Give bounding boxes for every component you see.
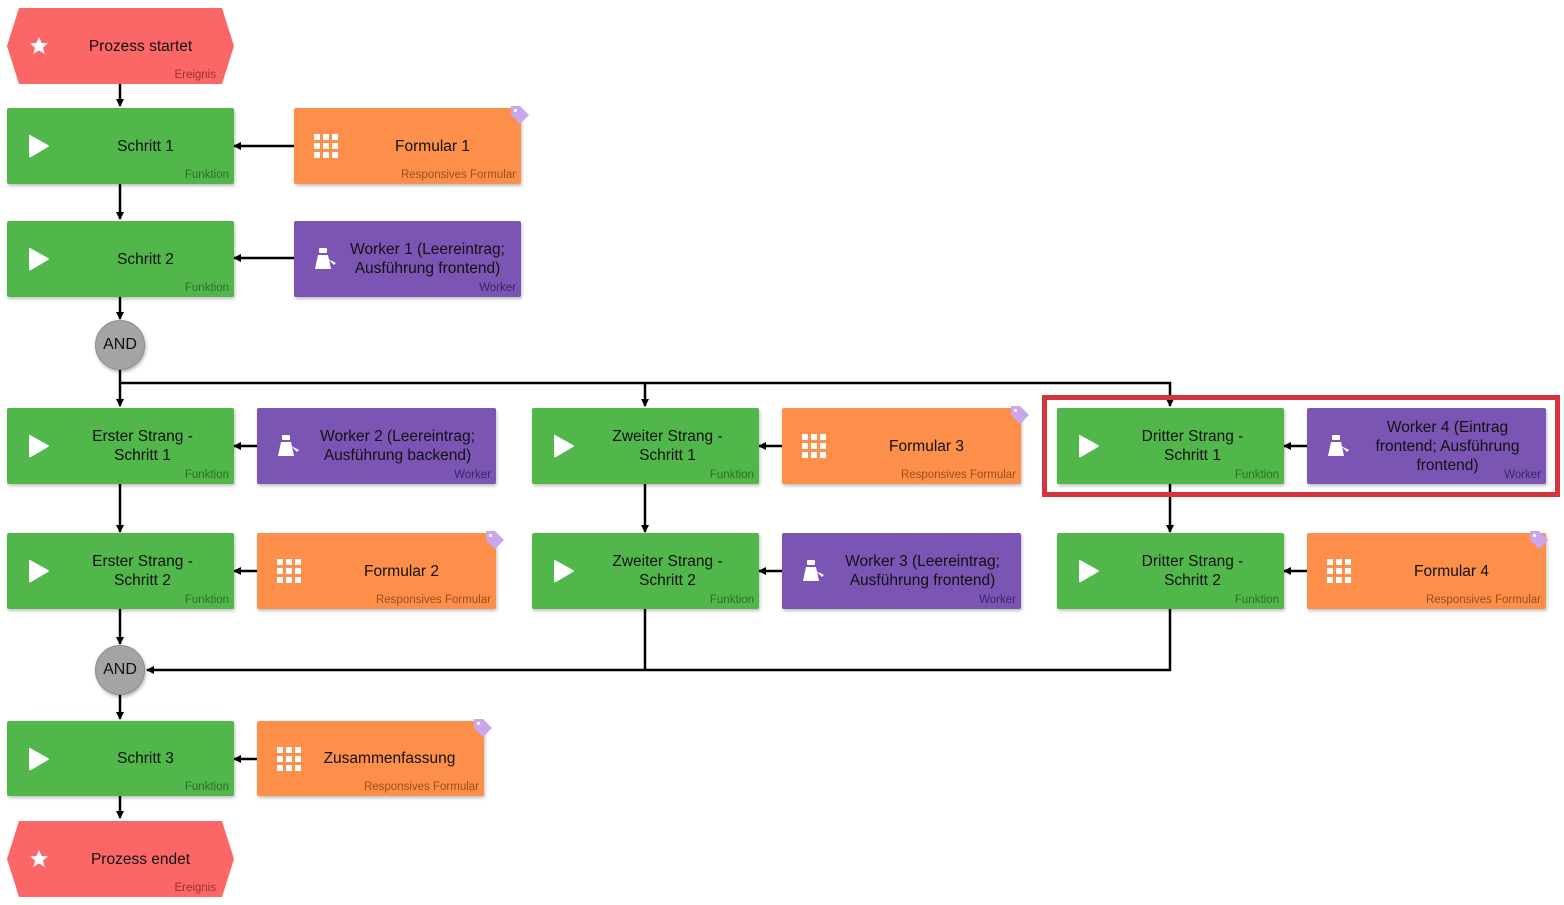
- step-erster-strang-1[interactable]: Erster Strang - Schritt 1 Funktion: [7, 408, 234, 484]
- worker-label: Worker 1 (Leereintrag; Ausführung fronte…: [350, 241, 505, 277]
- step-label: Schritt 3: [117, 750, 174, 767]
- worker-icon: [278, 435, 299, 456]
- worker-label: Worker 3 (Leereintrag; Ausführung fronte…: [845, 553, 1000, 589]
- form-formular-4[interactable]: Formular 4 Responsives Formular: [1307, 531, 1548, 609]
- step-type: Funktion: [184, 594, 229, 606]
- step-label: Zweiter Strang - Schritt 1: [612, 428, 723, 464]
- grid-icon: [277, 746, 301, 771]
- play-icon: [29, 434, 49, 458]
- and-join-gateway[interactable]: AND: [95, 645, 145, 695]
- step-type: Funktion: [184, 282, 229, 294]
- play-icon: [29, 134, 49, 158]
- tag-icon[interactable]: [1009, 404, 1031, 426]
- and-split-gateway[interactable]: AND: [95, 320, 145, 370]
- worker-4[interactable]: Worker 4 (Eintrag frontend; Ausführung f…: [1307, 408, 1546, 484]
- step-schritt-2[interactable]: Schritt 2 Funktion: [7, 221, 234, 297]
- step-label: Schritt 2: [117, 250, 174, 268]
- step-type: Funktion: [1234, 594, 1279, 606]
- event-label: Prozess endet: [90, 850, 191, 868]
- step-erster-strang-2[interactable]: Erster Strang - Schritt 2 Funktion: [7, 533, 234, 609]
- step-dritter-strang-1[interactable]: Dritter Strang - Schritt 1 Funktion: [1057, 408, 1284, 484]
- play-icon: [29, 747, 49, 770]
- grid-icon: [802, 434, 826, 458]
- step-label: Erster Strang - Schritt 1: [92, 428, 193, 464]
- play-icon: [554, 434, 574, 458]
- worker-label: Worker 4 (Eintrag frontend; Ausführung f…: [1375, 418, 1520, 474]
- worker-2[interactable]: Worker 2 (Leereintrag; Ausführung backen…: [257, 408, 496, 484]
- form-type: Responsives Formular: [400, 169, 516, 181]
- play-icon: [29, 559, 49, 583]
- tag-icon[interactable]: [1528, 529, 1550, 551]
- worker-icon: [315, 248, 336, 269]
- form-label: Zusammenfassung: [323, 750, 456, 767]
- worker-label: Worker 2 (Leereintrag; Ausführung backen…: [320, 428, 475, 464]
- tag-icon[interactable]: [472, 717, 494, 739]
- form-type: Responsives Formular: [375, 594, 491, 606]
- tag-icon[interactable]: [484, 529, 506, 551]
- grid-icon: [277, 559, 301, 583]
- step-schritt-3[interactable]: Schritt 3 Funktion: [7, 721, 234, 796]
- form-label: Formular 1: [395, 137, 470, 155]
- play-icon: [29, 247, 49, 271]
- worker-type: Worker: [479, 282, 516, 294]
- worker-type: Worker: [1504, 469, 1541, 481]
- star-icon: [29, 849, 49, 869]
- star-icon: [29, 36, 49, 56]
- form-type: Responsives Formular: [1425, 594, 1541, 606]
- event-type: Ereignis: [174, 882, 216, 894]
- form-formular-1[interactable]: Formular 1 Responsives Formular: [294, 106, 529, 184]
- step-type: Funktion: [1234, 469, 1279, 481]
- step-zweiter-strang-1[interactable]: Zweiter Strang - Schritt 1 Funktion: [532, 408, 759, 484]
- step-type: Funktion: [709, 594, 754, 606]
- grid-icon: [314, 134, 338, 158]
- form-label: Formular 4: [1414, 562, 1489, 580]
- worker-icon: [803, 560, 824, 581]
- step-label: Dritter Strang - Schritt 1: [1141, 428, 1244, 464]
- worker-type: Worker: [454, 469, 491, 481]
- form-zusammenfassung[interactable]: Zusammenfassung Responsives Formular: [257, 719, 492, 796]
- event-label: Prozess startet: [88, 37, 193, 55]
- form-formular-2[interactable]: Formular 2 Responsives Formular: [257, 531, 504, 609]
- highlight-frame: [1042, 395, 1560, 497]
- worker-type: Worker: [979, 594, 1016, 606]
- step-label: Schritt 1: [117, 137, 174, 155]
- tag-icon[interactable]: [509, 104, 531, 126]
- step-type: Funktion: [184, 469, 229, 481]
- play-icon: [554, 559, 574, 583]
- worker-icon: [1328, 435, 1349, 456]
- step-label: Erster Strang - Schritt 2: [92, 553, 193, 589]
- step-type: Funktion: [184, 169, 229, 181]
- worker-3[interactable]: Worker 3 (Leereintrag; Ausführung fronte…: [782, 533, 1021, 609]
- start-event[interactable]: Prozess startet Ereignis: [7, 8, 234, 84]
- step-type: Funktion: [184, 781, 229, 793]
- worker-1[interactable]: Worker 1 (Leereintrag; Ausführung fronte…: [294, 221, 521, 297]
- form-formular-3[interactable]: Formular 3 Responsives Formular: [782, 406, 1029, 484]
- step-zweiter-strang-2[interactable]: Zweiter Strang - Schritt 2 Funktion: [532, 533, 759, 609]
- grid-icon: [1327, 559, 1351, 583]
- step-dritter-strang-2[interactable]: Dritter Strang - Schritt 2 Funktion: [1057, 533, 1284, 609]
- step-schritt-1[interactable]: Schritt 1 Funktion: [7, 108, 234, 184]
- form-label: Formular 3: [889, 437, 964, 455]
- form-type: Responsives Formular: [363, 781, 479, 793]
- event-type: Ereignis: [174, 69, 216, 81]
- play-icon: [1079, 434, 1099, 458]
- form-label: Formular 2: [364, 562, 439, 580]
- play-icon: [1079, 559, 1099, 583]
- form-type: Responsives Formular: [900, 469, 1016, 481]
- step-label: Zweiter Strang - Schritt 2: [612, 553, 723, 589]
- step-label: Dritter Strang - Schritt 2: [1141, 553, 1244, 589]
- step-type: Funktion: [709, 469, 754, 481]
- end-event[interactable]: Prozess endet Ereignis: [7, 821, 234, 897]
